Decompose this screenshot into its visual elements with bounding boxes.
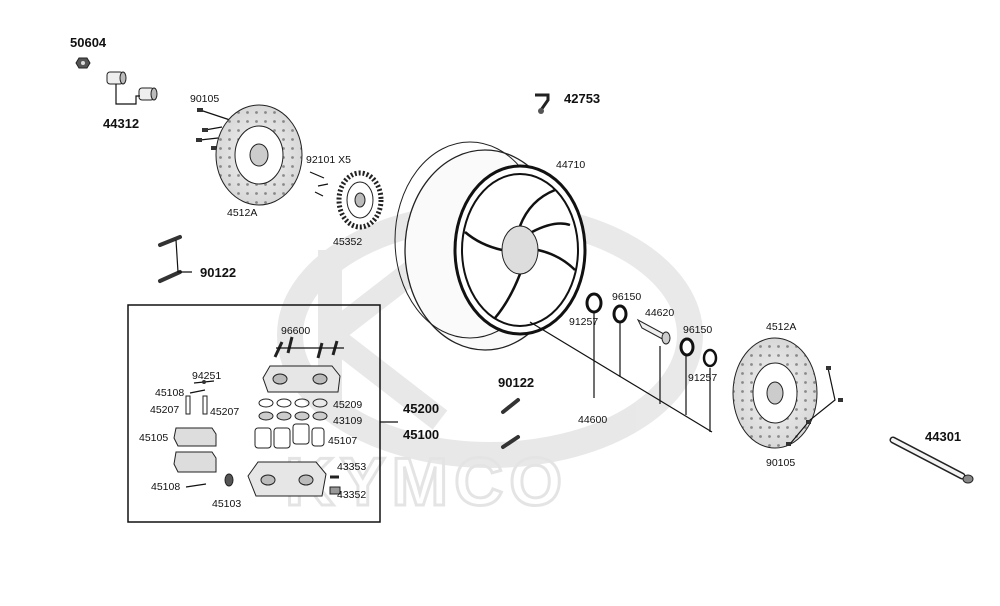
label-45100: 45100 (403, 427, 439, 442)
brake-disc-right (732, 337, 818, 449)
label-43352: 43352 (337, 489, 366, 501)
wheel-44710 (394, 141, 587, 351)
label-45108-a: 45108 (155, 387, 184, 399)
leader-45108-a (189, 389, 206, 394)
valve-42753 (535, 93, 550, 114)
label-45103: 45103 (212, 498, 241, 510)
label-91257-b: 91257 (688, 372, 717, 384)
label-90105-top: 90105 (190, 93, 219, 105)
pins-45207 (185, 395, 208, 415)
label-96150-b: 96150 (683, 324, 712, 336)
label-4512A-right: 4512A (766, 321, 796, 333)
pistons-45107 (254, 423, 325, 449)
label-96150-a: 96150 (612, 291, 641, 303)
label-45200: 45200 (403, 401, 439, 416)
label-44620: 44620 (645, 307, 674, 319)
nut-50604 (75, 57, 91, 69)
label-45207-b: 45207 (210, 406, 239, 418)
label-91257-a: 91257 (569, 316, 598, 328)
pins-90122-mid (501, 398, 520, 449)
caliper-assembly-box (127, 304, 381, 523)
brake-disc-left (215, 104, 303, 206)
axle-bracket-lines (593, 312, 711, 432)
label-44301: 44301 (925, 429, 961, 444)
seals-45209 (258, 398, 328, 408)
spacer-44620 (636, 318, 671, 345)
label-45108-b: 45108 (151, 481, 180, 493)
bolts-90105-right (786, 366, 843, 446)
sensor-ring-45352 (336, 170, 384, 230)
label-45107: 45107 (328, 435, 357, 447)
label-45209: 45209 (333, 399, 362, 411)
label-44710: 44710 (556, 159, 585, 171)
bolts-90105-left (196, 108, 231, 150)
label-96600: 96600 (281, 325, 310, 337)
leader-45108-b (185, 483, 207, 488)
label-90122-mid: 90122 (498, 375, 534, 390)
label-45352: 45352 (333, 236, 362, 248)
bearing-96150-a (612, 304, 628, 324)
pins-96600 (273, 336, 344, 359)
label-90105-right: 90105 (766, 457, 795, 469)
cap-43352 (329, 486, 341, 495)
screws-92101 (309, 171, 329, 197)
spacer-44312 (106, 71, 158, 105)
label-94251: 94251 (192, 370, 221, 382)
seals-43109 (258, 411, 328, 421)
pins-90122-left (158, 235, 192, 283)
label-44312: 44312 (103, 116, 139, 131)
label-44600: 44600 (578, 414, 607, 426)
bearing-91257-b (702, 348, 718, 368)
label-90122-left: 90122 (200, 265, 236, 280)
label-45207-a: 45207 (150, 404, 179, 416)
caliper-lower (247, 461, 327, 497)
axle-line (529, 321, 713, 433)
label-92101: 92101 X5 (306, 154, 351, 166)
axle-44301 (889, 436, 974, 484)
label-43109: 43109 (333, 415, 362, 427)
label-50604: 50604 (70, 35, 107, 50)
caliper-upper (262, 365, 341, 393)
spring-94251 (193, 380, 215, 384)
bearing-96150-b (679, 337, 695, 357)
bearing-91257-a (585, 292, 603, 314)
pads-45105 (173, 427, 217, 473)
watermark-text: KYMCO (285, 444, 568, 520)
label-43353: 43353 (337, 461, 366, 473)
label-42753: 42753 (564, 91, 600, 106)
bolt-45103 (224, 473, 234, 487)
label-4512A-top: 4512A (227, 207, 257, 219)
label-45105: 45105 (139, 432, 168, 444)
